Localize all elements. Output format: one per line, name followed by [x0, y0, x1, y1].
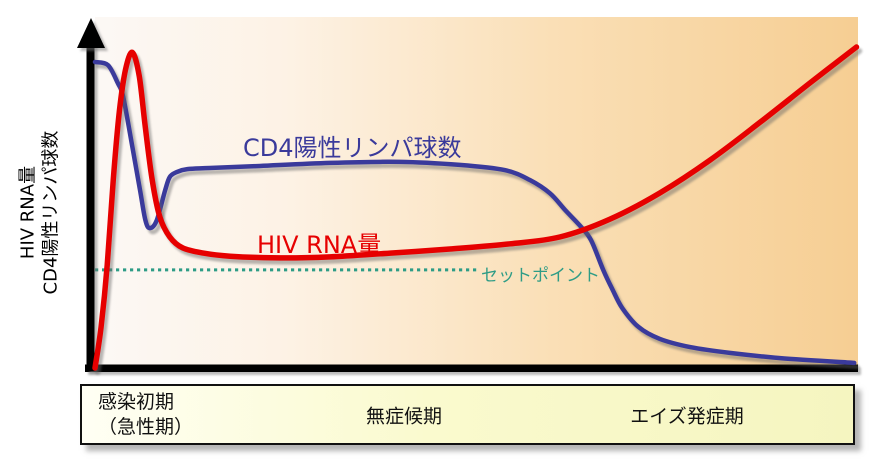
- cd4-curve: [92, 59, 857, 366]
- setpoint-label: セットポイント: [481, 266, 600, 286]
- y-axis-label-line1: HIV RNA量: [17, 165, 39, 260]
- cd4-curve-label: CD4陽性リンパ球数: [243, 134, 462, 162]
- phase-bar: 感染初期 （急性期） 無症候期 エイズ発症期: [80, 384, 855, 445]
- phase-asymptomatic-label: 無症候期: [365, 405, 443, 427]
- phase-acute-line1: 感染初期: [98, 391, 175, 413]
- y-axis-label: HIV RNA量 CD4陽性リンパ球数: [17, 63, 64, 363]
- x-axis-line: [85, 364, 858, 372]
- hiv-rna-curve: [92, 44, 860, 371]
- phase-acute-line2: （急性期）: [98, 416, 194, 438]
- hiv-rna-curve-label: HIV RNA量: [257, 231, 382, 259]
- phase-acute-label: 感染初期 （急性期）: [98, 390, 193, 440]
- plot-background: [95, 17, 858, 366]
- y-axis-line: [86, 42, 95, 371]
- y-axis-label-line2: CD4陽性リンパ球数: [40, 130, 62, 295]
- y-axis-arrowhead-icon: [77, 18, 105, 48]
- phase-aids-label: エイズ発症期: [630, 405, 744, 427]
